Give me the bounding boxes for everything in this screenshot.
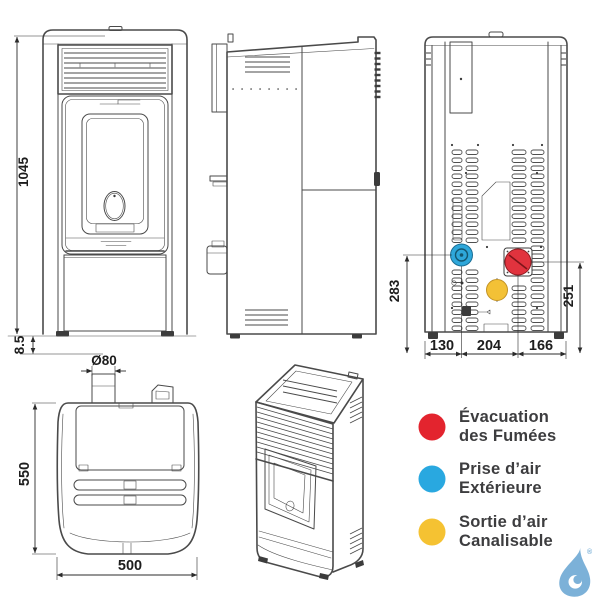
dim-inlet-height: 283 — [387, 254, 452, 354]
top-lid — [75, 405, 185, 471]
dim-width: 500 — [56, 557, 198, 580]
legend-item-air-inlet: Prise d’air Extérieure — [418, 460, 556, 498]
side-view-drawing — [206, 33, 381, 339]
dim-ground-clearance: 8.5 — [12, 335, 103, 354]
side-top-grille — [349, 396, 363, 424]
dim-depth: 550 — [17, 402, 56, 555]
rear-flue-channel — [449, 41, 473, 114]
dim-height-label: 1045 — [16, 156, 31, 187]
legend-air-inlet-line1: Prise d’air — [459, 460, 541, 479]
top-face-slots — [282, 379, 338, 404]
perspective-view-drawing — [255, 364, 364, 580]
rear-right-pillar-vents — [561, 52, 566, 66]
rear-vent-column — [465, 149, 479, 331]
duct-outlet-port-yellow — [486, 278, 508, 302]
legend-flue-label: Évacuation des Fumées — [459, 408, 556, 446]
rear-arrow-mark — [477, 309, 491, 315]
dim-flue-diameter: Ø80 — [81, 353, 126, 376]
top-latch — [151, 384, 174, 404]
legend-duct-outlet-label: Sortie d’air Canalisable — [459, 513, 553, 551]
legend-air-inlet-label: Prise d’air Extérieure — [459, 460, 542, 498]
front-left-foot — [56, 331, 69, 337]
legend-duct-outlet-line1: Sortie d’air — [459, 512, 548, 531]
side-front-louver-fins — [374, 51, 381, 99]
door-handle — [103, 191, 126, 221]
side-door-latch — [374, 172, 380, 186]
legend-item-duct-outlet: Sortie d’air Canalisable — [418, 513, 556, 551]
side-bottom-grille — [349, 527, 363, 555]
flue-outlet-port-red — [503, 247, 533, 358]
dim-offset-right-label: 166 — [529, 338, 553, 354]
registered-mark: ® — [587, 549, 593, 556]
dim-width-label: 500 — [118, 558, 142, 574]
rear-view-drawing — [424, 31, 568, 358]
dim-offset-center-label: 204 — [477, 338, 501, 354]
front-right-foot — [161, 331, 174, 337]
legend-item-flue: Évacuation des Fumées — [418, 408, 556, 446]
rear-screws — [450, 143, 544, 310]
legend-flue-line1: Évacuation — [459, 408, 550, 426]
legend-flue-line2: des Fumées — [459, 427, 557, 446]
rear-vent-column — [511, 149, 527, 331]
dim-flue-diameter-label: Ø80 — [91, 353, 117, 368]
front-view-drawing — [7, 26, 197, 337]
legend-flue-dot-icon — [418, 413, 446, 441]
legend-air-inlet-dot-icon — [418, 465, 446, 493]
top-view-drawing — [56, 373, 200, 555]
perspective-louvers — [256, 406, 334, 475]
rear-label-plate — [462, 306, 471, 316]
air-inlet-port-blue — [450, 243, 473, 358]
top-air-slat — [73, 479, 187, 491]
rear-vent-column — [530, 149, 545, 331]
dim-depth-label: 550 — [17, 462, 33, 486]
brand-waterdrop-logo-icon — [559, 547, 591, 597]
dim-clearance-label: 8.5 — [12, 335, 27, 354]
dim-flue-height-label: 251 — [561, 284, 576, 307]
dim-overall-height: 1045 — [14, 35, 105, 335]
legend-duct-outlet-dot-icon — [418, 518, 446, 546]
perspective-door — [264, 448, 317, 530]
dim-rear-offsets: 130 204 166 — [424, 338, 567, 359]
dim-offset-left-label: 130 — [430, 338, 454, 354]
top-air-slat — [73, 494, 187, 506]
side-bottom-vents — [245, 309, 288, 326]
legend-air-inlet-line2: Extérieure — [459, 479, 542, 498]
legend-duct-outlet-line2: Canalisable — [459, 531, 553, 550]
flue-pipe-top — [91, 373, 116, 404]
side-top-vents — [245, 56, 290, 73]
dim-inlet-height-label: 283 — [387, 279, 402, 302]
dim-flue-height: 251 — [532, 261, 584, 354]
rear-left-pillar-vents — [426, 52, 431, 66]
rear-vent-column — [451, 149, 463, 331]
front-grille-slats — [64, 52, 166, 89]
rear-center-plate — [481, 181, 511, 241]
legend: Évacuation des Fumées Prise d’air Extéri… — [418, 408, 556, 551]
